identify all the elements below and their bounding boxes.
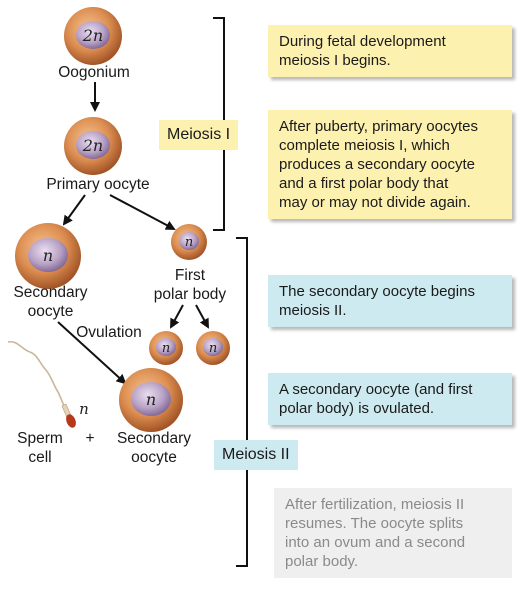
secondary-oocyte-ploidy: n bbox=[43, 246, 53, 265]
arrow-primary-to-secondary bbox=[62, 194, 86, 226]
meiosis-2-tag: Meiosis II bbox=[214, 440, 298, 470]
callout-5-line-4: polar body. bbox=[285, 553, 359, 570]
ovulated-secondary-oocyte-cell: n bbox=[119, 368, 183, 432]
callout-3-line-2: meiosis II. bbox=[279, 302, 347, 319]
oogonium-label: Oogonium bbox=[58, 64, 130, 81]
callout-fetal-development: During fetal development meiosis I begin… bbox=[268, 25, 512, 77]
first-polar-body-ploidy: n bbox=[185, 235, 193, 250]
polar-body-b-cell: n bbox=[196, 331, 230, 365]
callout-2-line-1: After puberty, primary oocytes bbox=[279, 118, 478, 135]
primary-oocyte-cell: 2n bbox=[64, 117, 122, 175]
sperm-cell: n bbox=[7, 340, 89, 428]
polar-body-a-ploidy: n bbox=[162, 341, 170, 356]
meiosis-2-bracket bbox=[236, 237, 248, 567]
plus-sign: + bbox=[85, 430, 95, 447]
callout-1-line-2: meiosis I begins. bbox=[279, 52, 391, 69]
first-polar-body-label-line1: First bbox=[174, 267, 206, 284]
callout-2-line-3: produces a secondary oocyte bbox=[279, 156, 475, 173]
callout-4-line-1: A secondary oocyte (and first bbox=[279, 381, 473, 398]
callout-after-puberty: After puberty, primary oocytes complete … bbox=[268, 110, 512, 219]
meiosis-1-tag: Meiosis I bbox=[159, 120, 239, 150]
callout-5-line-3: into an ovum and a second bbox=[285, 534, 466, 551]
callout-secondary-begins-meiosis-2: The secondary oocyte begins meiosis II. bbox=[268, 275, 512, 327]
first-polar-body-label-line2: polar body bbox=[153, 286, 227, 303]
arrows bbox=[57, 82, 209, 385]
secondary-oocyte-label-line1: Secondary bbox=[13, 284, 88, 301]
callout-2-line-5: may or may not divide again. bbox=[279, 194, 471, 211]
sperm-ploidy: n bbox=[79, 400, 89, 418]
ovulated-oocyte-label-line1: Secondary bbox=[116, 430, 192, 447]
arrow-polar-to-b bbox=[195, 304, 209, 329]
callout-3-line-1: The secondary oocyte begins bbox=[279, 283, 475, 300]
callout-ovulated: A secondary oocyte (and first polar body… bbox=[268, 373, 512, 425]
sperm-label-line2: cell bbox=[28, 449, 52, 466]
polar-body-a-cell: n bbox=[149, 331, 183, 365]
oogonium-cell: 2n bbox=[64, 7, 122, 65]
sperm-label-line1: Sperm bbox=[17, 430, 63, 447]
callout-4-line-2: polar body) is ovulated. bbox=[279, 400, 435, 417]
primary-oocyte-label: Primary oocyte bbox=[46, 176, 150, 193]
arrow-ovulation bbox=[57, 321, 127, 385]
ovulation-label: Ovulation bbox=[76, 324, 142, 341]
secondary-oocyte-label-line2: oocyte bbox=[27, 303, 74, 320]
callout-after-fertilization: After fertilization, meiosis II resumes.… bbox=[274, 488, 512, 578]
ovulated-oocyte-ploidy: n bbox=[146, 390, 156, 409]
arrow-primary-to-polar bbox=[109, 194, 176, 230]
callout-2-line-2: complete meiosis I, which bbox=[279, 137, 450, 154]
arrow-polar-to-a bbox=[170, 304, 184, 329]
secondary-oocyte-cell: n bbox=[15, 223, 81, 289]
ovulated-oocyte-label-line2: oocyte bbox=[131, 449, 177, 466]
oogonium-ploidy: 2n bbox=[82, 26, 103, 45]
primary-oocyte-ploidy: 2n bbox=[82, 136, 103, 155]
polar-body-b-ploidy: n bbox=[209, 341, 217, 356]
callout-5-line-2: resumes. The oocyte splits bbox=[285, 515, 464, 532]
callout-1-line-1: During fetal development bbox=[279, 33, 446, 50]
callout-5-line-1: After fertilization, meiosis II bbox=[285, 496, 465, 513]
first-polar-body-cell: n bbox=[171, 224, 207, 260]
callout-2-line-4: and a first polar body that bbox=[279, 175, 449, 192]
